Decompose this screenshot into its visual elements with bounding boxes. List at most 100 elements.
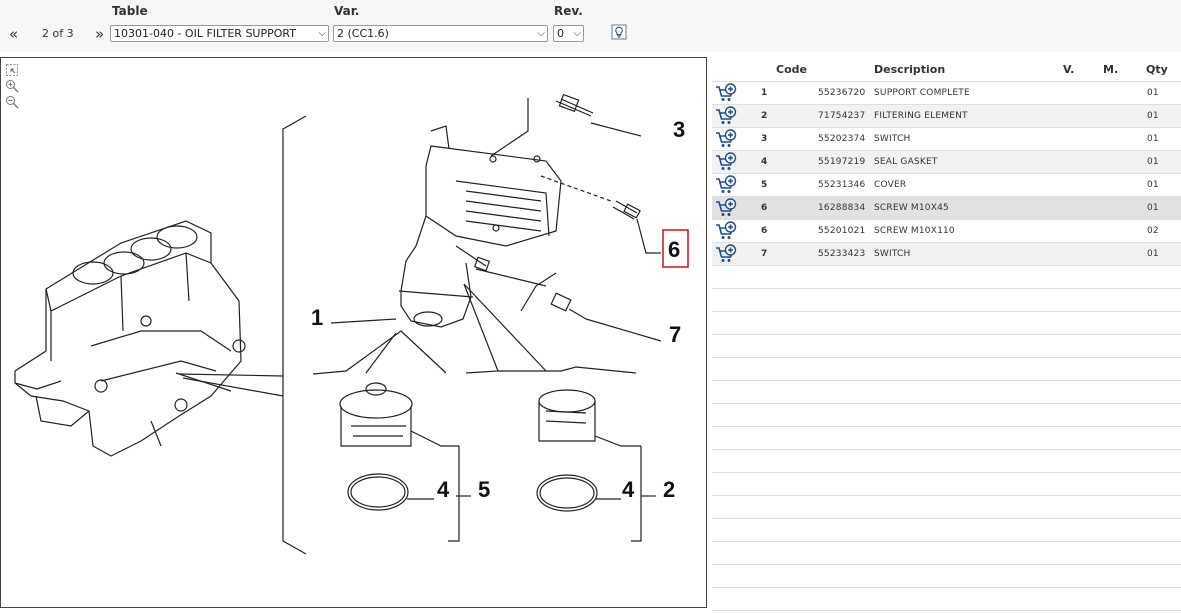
header-v[interactable]: V.: [1063, 63, 1075, 76]
row-code: 55197219: [818, 157, 866, 167]
empty-table-row: [712, 588, 1181, 611]
row-qty: 01: [1147, 111, 1159, 121]
row-description: FILTERING ELEMENT: [874, 111, 968, 121]
add-to-cart-icon[interactable]: [715, 175, 737, 195]
empty-table-row: [712, 565, 1181, 588]
filter-housing-illustration: [398, 245, 491, 328]
empty-table-row: [712, 289, 1181, 312]
zoom-area-icon[interactable]: [5, 63, 19, 77]
filter-cover-part-5: [339, 382, 471, 542]
engine-block-illustration: [14, 220, 246, 457]
row-number: 3: [761, 134, 768, 144]
zoom-toolbar: [5, 63, 21, 111]
rev-select-value: 0: [557, 27, 564, 40]
filter-element-part-2: [536, 389, 656, 542]
header-code[interactable]: Code: [776, 63, 807, 76]
callout-5[interactable]: 5: [478, 477, 490, 502]
empty-table-row: [712, 450, 1181, 473]
empty-table-row: [712, 335, 1181, 358]
zoom-in-icon[interactable]: [5, 79, 19, 93]
switch-part-3: [490, 93, 642, 157]
row-qty: 01: [1147, 88, 1159, 98]
row-code: 55201021: [818, 226, 866, 236]
row-description: SUPPORT COMPLETE: [874, 88, 970, 98]
row-number: 5: [761, 180, 768, 190]
empty-table-row: [712, 381, 1181, 404]
chevron-down-icon: ⌵: [573, 28, 581, 39]
empty-table-row: [712, 519, 1181, 542]
row-number: 2: [761, 111, 768, 121]
row-number: 7: [761, 249, 768, 259]
row-qty: 01: [1147, 134, 1159, 144]
empty-table-row: [712, 496, 1181, 519]
parts-table-empty-rows: [712, 266, 1181, 611]
callout-highlight-box: [662, 229, 689, 268]
callout-4b[interactable]: 4: [622, 477, 635, 502]
row-code: 55233423: [818, 249, 866, 259]
add-to-cart-icon[interactable]: [715, 198, 737, 218]
empty-table-row: [712, 266, 1181, 289]
add-to-cart-icon[interactable]: [715, 129, 737, 149]
table-label: Table: [112, 4, 148, 18]
table-select-value: 10301-040 - OIL FILTER SUPPORT: [114, 27, 296, 40]
rev-label: Rev.: [554, 4, 583, 18]
add-to-cart-icon[interactable]: [715, 83, 737, 103]
header-description[interactable]: Description: [874, 63, 946, 76]
header-qty[interactable]: Qty: [1146, 63, 1168, 76]
toolbar: Table Var. Rev. « 2 of 3 » 10301-040 - O…: [0, 0, 1181, 52]
callout-3[interactable]: 3: [673, 117, 685, 142]
callout-7[interactable]: 7: [669, 322, 681, 347]
table-row[interactable]: 7 55233423 SWITCH 01: [712, 243, 1181, 266]
row-qty: 01: [1147, 203, 1159, 213]
row-description: SWITCH: [874, 134, 911, 144]
add-to-cart-icon[interactable]: [715, 106, 737, 126]
exploded-view-drawing[interactable]: 3 6 1 7 4 5 4 2: [0, 57, 707, 608]
row-description: SCREW M10X45: [874, 203, 949, 213]
row-number: 6: [761, 203, 768, 213]
row-code: 55202374: [818, 134, 866, 144]
var-select-value: 2 (CC1.6): [337, 27, 389, 40]
callout-4a[interactable]: 4: [437, 477, 450, 502]
row-number: 1: [761, 88, 768, 98]
parts-table-header: Code Description V. M. Qty: [712, 58, 1181, 82]
empty-table-row: [712, 312, 1181, 335]
page-indicator: 2 of 3: [42, 27, 74, 40]
row-description: COVER: [874, 180, 907, 190]
var-select[interactable]: 2 (CC1.6) ⌵: [333, 25, 548, 42]
row-code: 55236720: [818, 88, 866, 98]
row-description: SCREW M10X110: [874, 226, 955, 236]
oil-cooler-illustration: [405, 125, 562, 262]
empty-table-row: [712, 404, 1181, 427]
header-m[interactable]: M.: [1103, 63, 1119, 76]
parts-table: Code Description V. M. Qty 1 55236720 SUPP…: [712, 58, 1181, 611]
add-to-cart-icon[interactable]: [715, 221, 737, 241]
previous-page-button[interactable]: «: [9, 25, 19, 43]
var-label: Var.: [334, 4, 360, 18]
add-to-cart-icon[interactable]: [715, 152, 737, 172]
next-page-button[interactable]: »: [95, 25, 105, 43]
table-select[interactable]: 10301-040 - OIL FILTER SUPPORT ⌵: [110, 25, 329, 42]
row-description: SWITCH: [874, 249, 911, 259]
row-qty: 01: [1147, 249, 1159, 259]
callout-6[interactable]: 6: [668, 237, 680, 262]
empty-table-row: [712, 427, 1181, 450]
add-to-cart-icon[interactable]: [715, 244, 737, 264]
table-row[interactable]: 5 55231346 COVER 01: [712, 174, 1181, 197]
chevron-down-icon: ⌵: [537, 28, 545, 39]
callout-2[interactable]: 2: [663, 477, 675, 502]
switch-part-7: [475, 268, 662, 342]
table-row[interactable]: 3 55202374 SWITCH 01: [712, 128, 1181, 151]
lightbulb-icon[interactable]: [611, 24, 627, 40]
callout-1[interactable]: 1: [311, 305, 323, 330]
zoom-out-icon[interactable]: [5, 95, 19, 109]
rev-select[interactable]: 0 ⌵: [553, 25, 584, 42]
row-code: 55231346: [818, 180, 866, 190]
table-row[interactable]: 1 55236720 SUPPORT COMPLETE 01: [712, 82, 1181, 105]
empty-table-row: [712, 358, 1181, 381]
row-qty: 01: [1147, 180, 1159, 190]
